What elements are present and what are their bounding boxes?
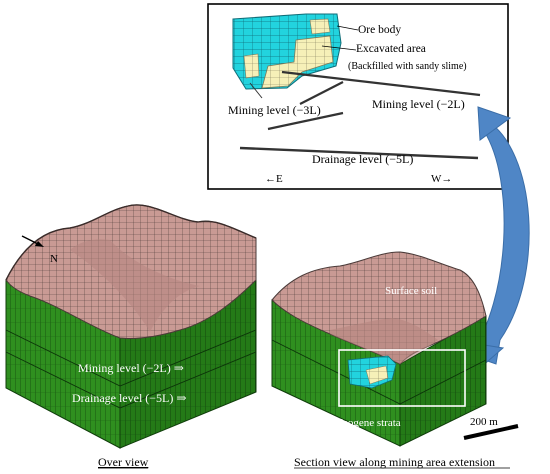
label-mining-level-2l: Mining level (−2L) xyxy=(372,97,465,111)
label-excavated-area: Excavated area xyxy=(356,43,426,55)
label-west: W→ xyxy=(431,173,452,185)
drainage-level-line xyxy=(239,146,479,160)
label-overview-drainage-level: Drainage level (−5L) ⇒ xyxy=(72,391,186,405)
connector-line xyxy=(249,82,263,99)
ore-body-shape xyxy=(232,13,342,90)
overview-block: N Mining level (−2L) ⇒ Drainage level (−… xyxy=(5,204,257,469)
ore-body-leader xyxy=(336,25,359,31)
label-scale: 200 m xyxy=(470,416,498,428)
excavated-area-shape xyxy=(261,35,334,89)
caption-overview: Over view xyxy=(98,455,149,469)
section-block: Surface soil Neogene strata 200 m Sectio… xyxy=(271,251,519,469)
label-drainage-level: Drainage level (−5L) xyxy=(312,152,413,166)
label-mining-level-3l: Mining level (−3L) xyxy=(228,103,321,117)
label-overview-mining-level: Mining level (−2L) ⇒ xyxy=(78,361,184,375)
label-ore-body: Ore body xyxy=(358,24,401,36)
drainage-upper-line xyxy=(267,111,344,131)
section-inset: Ore body Excavated area (Backfilled with… xyxy=(207,3,509,190)
section-highlight-box xyxy=(338,349,466,407)
label-neogene-strata: Neogene strata xyxy=(335,417,401,429)
label-surface-soil: Surface soil xyxy=(385,285,437,297)
label-east: ←E xyxy=(265,173,283,185)
scale-bar: 200 m xyxy=(463,416,519,440)
excavated-leader xyxy=(321,45,357,51)
label-backfill-note: (Backfilled with sandy slime) xyxy=(348,61,467,72)
north-arrow: N xyxy=(21,235,58,265)
mining-level-3l-line xyxy=(299,81,344,105)
caption-section: Section view along mining area extension xyxy=(294,455,495,469)
label-north: N xyxy=(50,253,58,265)
mining-level-2l-line xyxy=(281,70,481,97)
